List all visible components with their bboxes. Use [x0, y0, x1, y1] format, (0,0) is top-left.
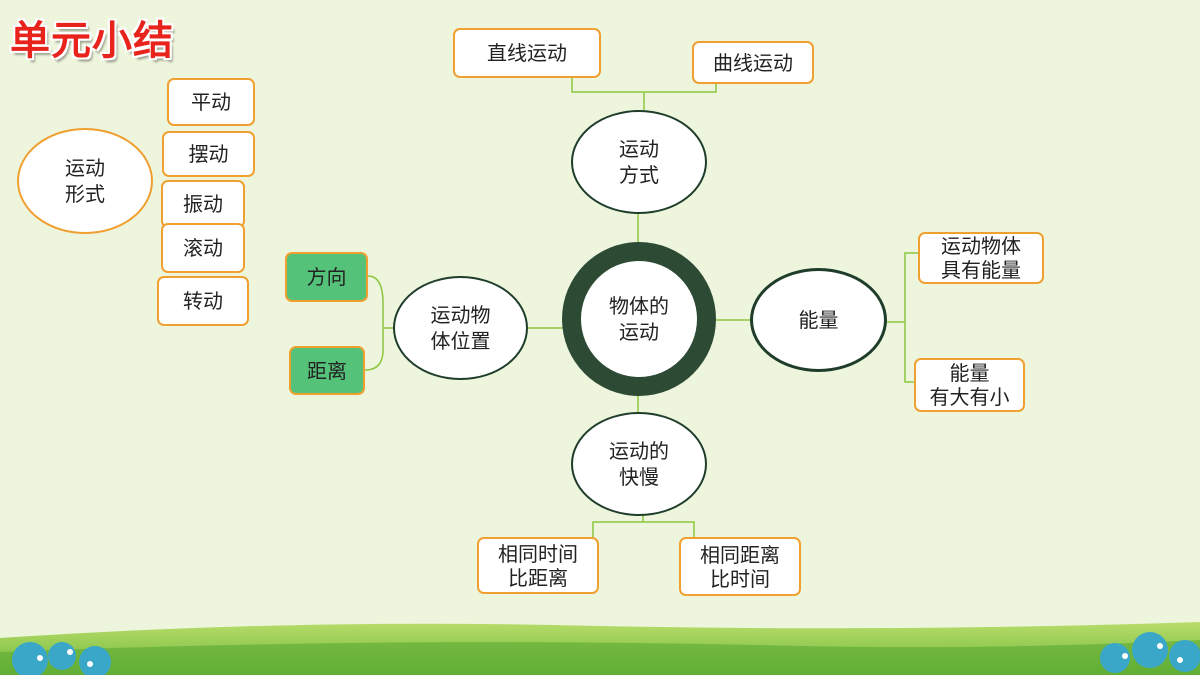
center-node: 物体的 运动	[581, 261, 697, 377]
motion-forms-line1: 运动	[65, 156, 105, 180]
energy-child-box: 运动物体 具有能量	[918, 232, 1044, 284]
speed-oval: 运动的 快慢	[571, 412, 707, 516]
distance-box: 距离	[289, 346, 365, 395]
motion-form-item: 滚动	[161, 223, 245, 273]
grass-decoration	[0, 622, 1200, 675]
straight-motion-box: 直线运动	[453, 28, 601, 78]
energy-child-box: 能量 有大有小	[914, 358, 1025, 412]
motion-form-item: 转动	[157, 276, 249, 326]
page-title: 单元小结	[10, 18, 174, 64]
motion-form-item: 摆动	[162, 131, 255, 177]
motion-form-item: 振动	[161, 180, 245, 228]
motion-form-item: 平动	[167, 78, 255, 126]
same-time-box: 相同时间 比距离	[477, 537, 599, 594]
direction-box: 方向	[285, 252, 368, 302]
motion-forms-oval: 运动 形式	[17, 128, 153, 234]
motion-mode-oval: 运动 方式	[571, 110, 707, 214]
energy-oval: 能量	[750, 268, 887, 372]
motion-forms-line2: 形式	[65, 182, 105, 206]
curved-motion-box: 曲线运动	[692, 41, 814, 84]
position-oval: 运动物 体位置	[393, 276, 528, 380]
same-distance-box: 相同距离 比时间	[679, 537, 801, 596]
